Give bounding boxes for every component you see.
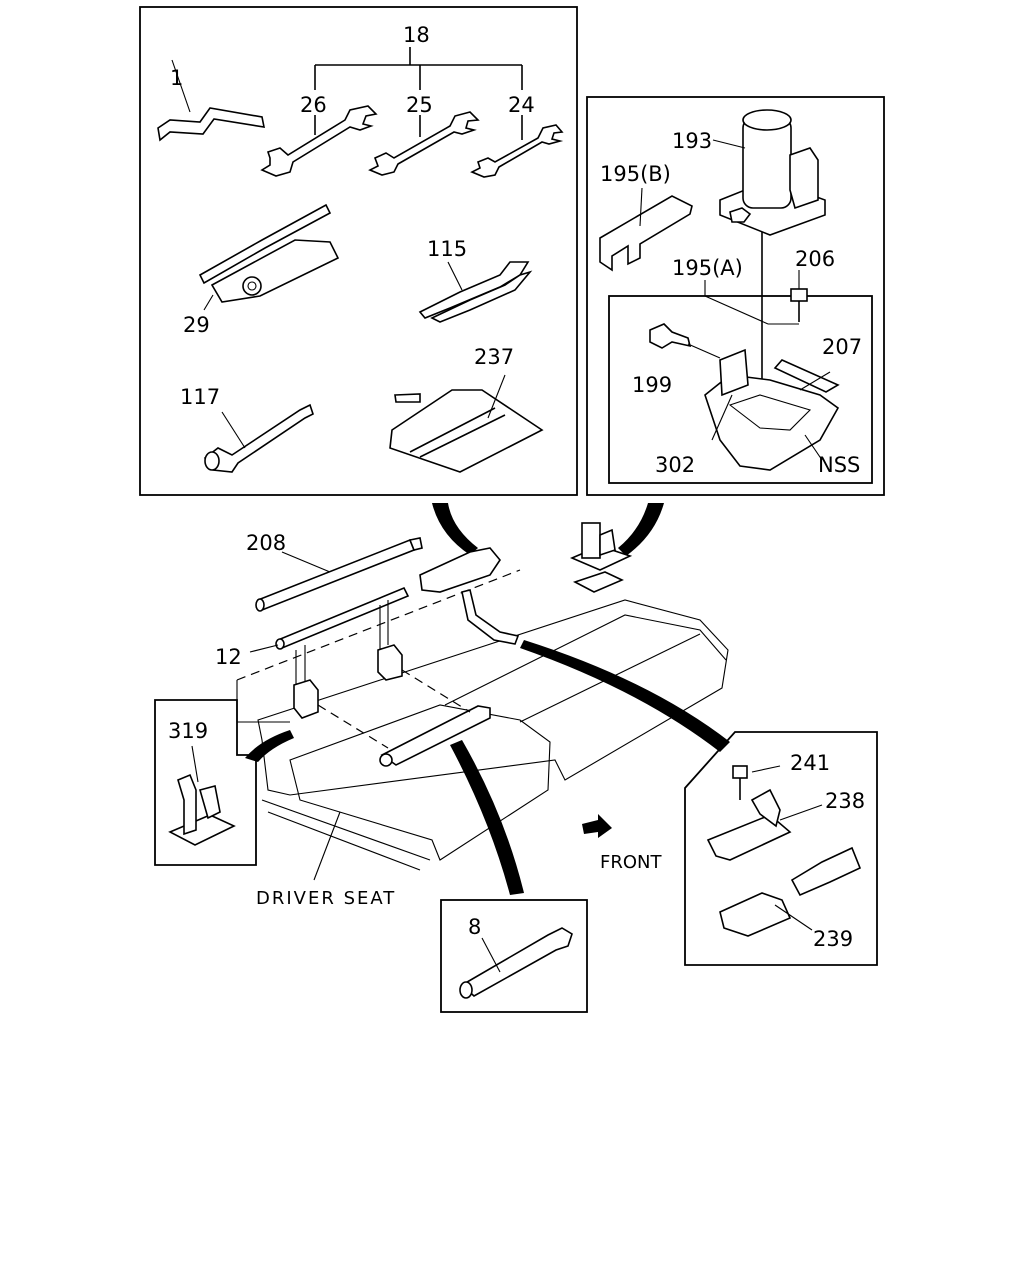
tool-bag-237: [389, 374, 544, 473]
seat-area: 208 12 DRIVER SEAT FRONT: [215, 522, 729, 909]
bracket-floor: [461, 589, 520, 645]
label-302: 302: [655, 453, 695, 477]
bolt-206: [790, 270, 808, 322]
label-193: 193: [672, 129, 712, 153]
bracket-18: [314, 47, 523, 140]
label-29: 29: [183, 313, 210, 337]
label-237: 237: [474, 345, 514, 369]
label-195a: 195(A): [672, 256, 743, 280]
label-207: 207: [822, 335, 862, 359]
wing-bolt-199: [649, 323, 721, 359]
wrench-24: [470, 124, 564, 178]
label-8: 8: [468, 915, 481, 939]
leader-195a: [704, 280, 799, 325]
label-195b: 195(B): [600, 162, 671, 186]
label-117: 117: [180, 385, 220, 409]
label-25: 25: [406, 93, 433, 117]
label-208: 208: [246, 531, 286, 555]
tool-set-panel: 1 18 26 25 24 29 115 117 237: [139, 6, 578, 496]
tool-29: [198, 203, 340, 311]
wrench-25: [368, 111, 480, 176]
clip-left: [293, 645, 319, 719]
label-206: 206: [795, 247, 835, 271]
pointer-arrows: [245, 503, 730, 895]
label-12: 12: [215, 645, 242, 669]
bar-12: [249, 586, 410, 653]
label-199: 199: [632, 373, 672, 397]
front-arrow-icon: [582, 814, 612, 838]
label-1: 1: [170, 66, 183, 90]
label-18: 18: [403, 23, 430, 47]
extension-bar-117: [203, 403, 314, 473]
label-nss: NSS: [818, 453, 860, 477]
jack-tray-207: [704, 348, 840, 471]
bracket-195b: [599, 187, 693, 272]
handle-bar-1: [157, 59, 266, 142]
jack-193: [712, 109, 826, 410]
label-115: 115: [427, 237, 467, 261]
bracket-panel: 241 238 239: [684, 731, 878, 966]
jack-panel: 193 195(B) 195(A) 206 207 199 302 NSS: [586, 96, 885, 496]
label-24: 24: [508, 93, 535, 117]
label-239: 239: [813, 927, 853, 951]
label-238: 238: [825, 789, 865, 813]
bar-208: [255, 537, 423, 612]
label-26: 26: [300, 93, 327, 117]
tool-bag-floor: [419, 547, 501, 593]
socket-wrench-seat: [379, 705, 491, 767]
label-front: FRONT: [600, 852, 662, 873]
wrench-26: [260, 105, 378, 177]
label-319: 319: [168, 719, 208, 743]
clip-right: [377, 600, 403, 681]
clip-panel-319: 319: [154, 699, 257, 866]
pliers-115: [418, 261, 533, 323]
socket-wrench-panel-8: 8: [440, 899, 588, 1013]
label-241: 241: [790, 751, 830, 775]
label-driver-seat: DRIVER SEAT: [256, 888, 396, 909]
jack-floor: [569, 522, 633, 593]
